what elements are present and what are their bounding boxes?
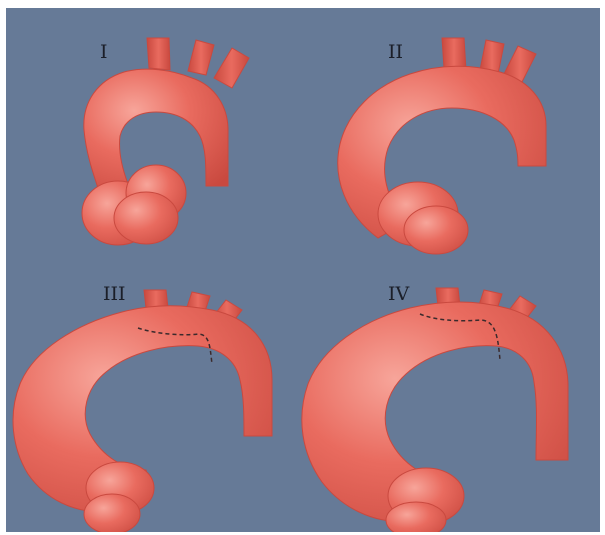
aortic-root-bulge bbox=[114, 192, 178, 244]
branch-vessel bbox=[442, 38, 466, 70]
aortic-root-bulge bbox=[84, 494, 140, 532]
panel-label: I bbox=[100, 41, 108, 63]
figure-frame: I II III bbox=[6, 8, 600, 532]
branch-vessel bbox=[147, 38, 170, 70]
branch-vessel bbox=[144, 290, 168, 308]
aortic-root-bulge bbox=[404, 206, 468, 254]
panel-label: III bbox=[103, 283, 126, 305]
panel-label: IV bbox=[388, 283, 410, 305]
aorta-illustration: I II III bbox=[6, 8, 600, 532]
panel-label: II bbox=[388, 41, 403, 63]
